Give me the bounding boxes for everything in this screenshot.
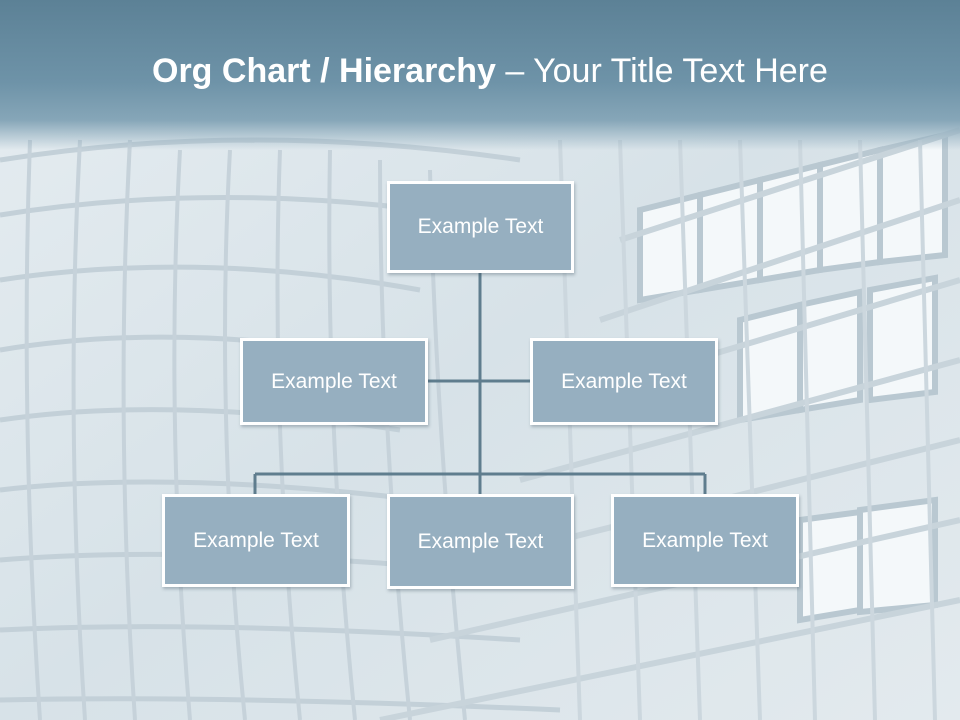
org-node-level2-left[interactable]: Example Text [240, 338, 428, 425]
org-node-root[interactable]: Example Text [387, 181, 574, 273]
page-title: Org Chart / Hierarchy – Your Title Text … [152, 52, 828, 91]
org-node-level2-right[interactable]: Example Text [530, 338, 718, 425]
org-node-level3-right[interactable]: Example Text [611, 494, 799, 587]
org-node-level3-left[interactable]: Example Text [162, 494, 350, 587]
title-sub: – Your Title Text Here [495, 52, 828, 90]
org-node-level3-center[interactable]: Example Text [387, 494, 574, 589]
title-main: Org Chart / Hierarchy [152, 52, 496, 90]
header-bar [0, 0, 960, 150]
